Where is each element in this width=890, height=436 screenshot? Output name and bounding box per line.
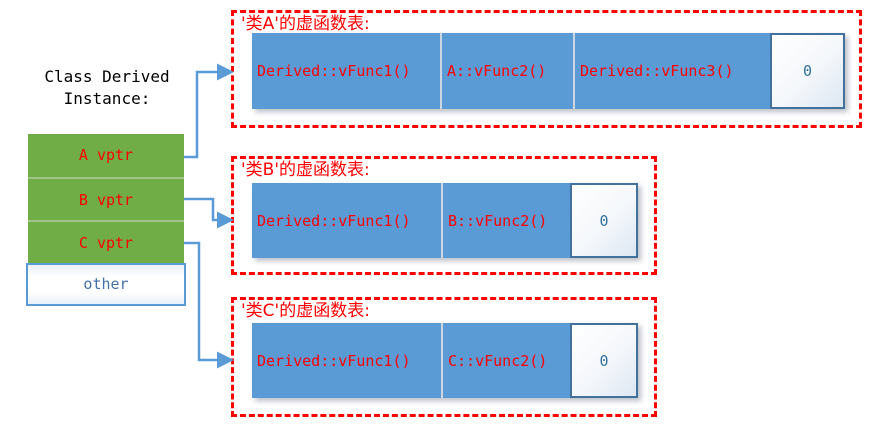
vtable-a-slot-2: A::vFunc2() xyxy=(442,33,575,109)
cell-c-vptr: C vptr xyxy=(28,220,184,263)
derived-instance-stack: A vptr B vptr C vptr xyxy=(28,134,184,263)
vtable-b-title: '类B'的虚函数表: xyxy=(241,160,370,180)
cell-a-vptr: A vptr xyxy=(28,134,184,177)
vtable-a-title: '类A'的虚函数表: xyxy=(241,14,370,34)
vtable-c-null-terminator: 0 xyxy=(570,323,638,398)
vtable-b-slot-1: Derived::vFunc1() xyxy=(252,183,443,258)
vtable-a-slot-1: Derived::vFunc1() xyxy=(252,33,442,109)
vtable-c-slot-2: C::vFunc2() xyxy=(443,323,570,398)
vtable-a-row: Derived::vFunc1() A::vFunc2() Derived::v… xyxy=(252,33,845,109)
vtable-a-null-terminator: 0 xyxy=(770,33,845,109)
arrow-c-vptr-to-vtable-c xyxy=(184,241,234,369)
arrow-b-vptr-to-vtable-b xyxy=(184,197,234,229)
instance-title-line1: Class Derived xyxy=(44,67,170,86)
instance-title: Class Derived Instance: xyxy=(18,66,196,110)
vtable-c-slot-1: Derived::vFunc1() xyxy=(252,323,443,398)
vtable-c-row: Derived::vFunc1() C::vFunc2() 0 xyxy=(252,323,638,398)
vtable-b-slot-2: B::vFunc2() xyxy=(443,183,570,258)
vtable-a-slot-3: Derived::vFunc3() xyxy=(575,33,770,109)
cell-other: other xyxy=(26,263,186,306)
instance-title-line2: Instance: xyxy=(63,89,151,108)
vtable-c-title: '类C'的虚函数表: xyxy=(241,301,370,321)
vtable-b-row: Derived::vFunc1() B::vFunc2() 0 xyxy=(252,183,638,258)
vtable-b-null-terminator: 0 xyxy=(570,183,638,258)
cell-b-vptr: B vptr xyxy=(28,177,184,220)
